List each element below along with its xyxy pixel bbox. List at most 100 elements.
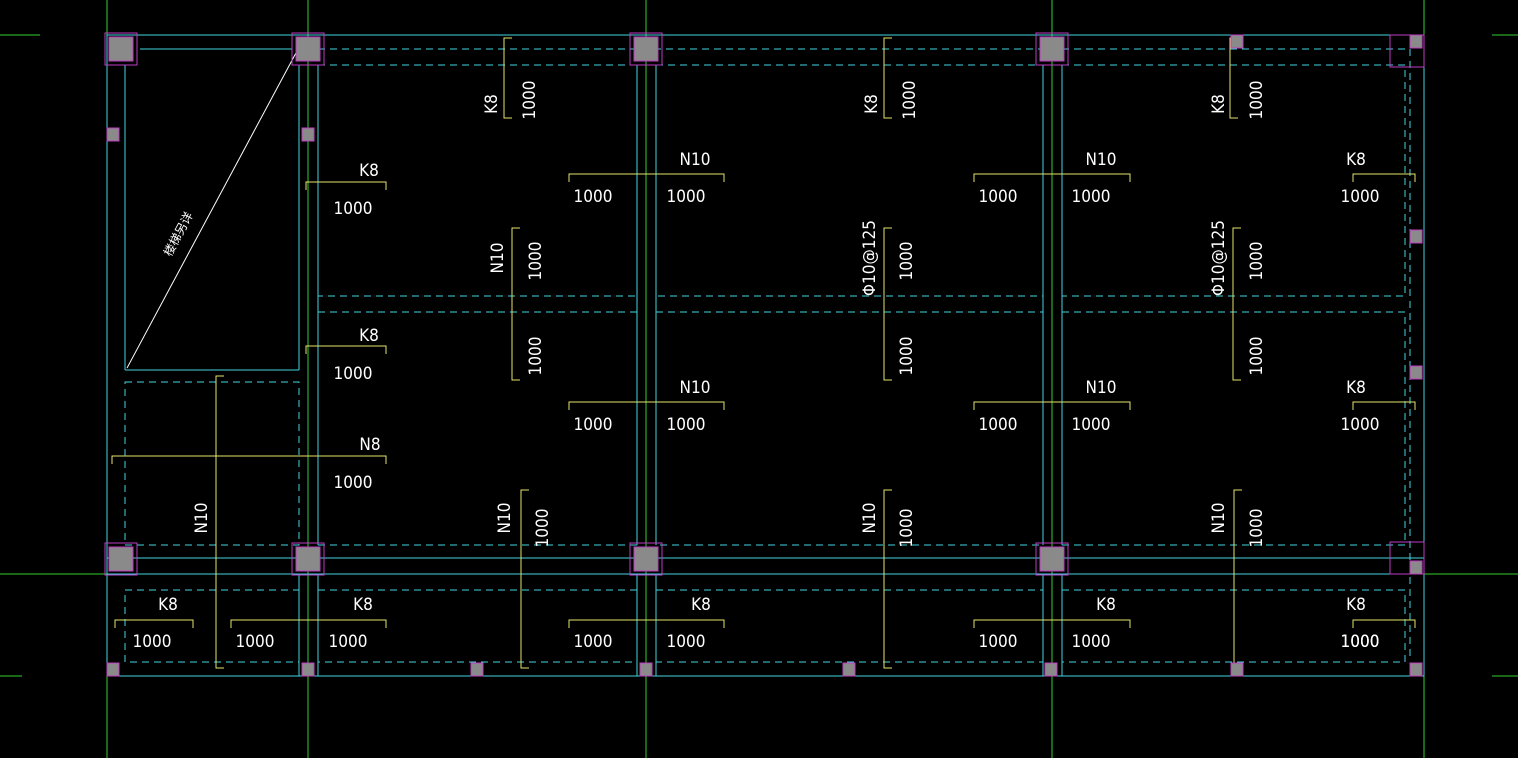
slab-panel-left xyxy=(124,381,300,546)
rebar-low-left xyxy=(215,375,224,669)
label-phi-v-3: Φ10@125 xyxy=(1209,220,1229,296)
rebar-bot-1 xyxy=(114,619,194,628)
label-n10-row2-a: N10 xyxy=(680,378,711,398)
small-column-12 xyxy=(1409,34,1423,49)
rebar-v-1 xyxy=(511,227,520,381)
label-dim-row2-a1: 1000 xyxy=(574,415,613,435)
rebar-left-1 xyxy=(305,181,387,190)
label-k8-top-3: K8 xyxy=(1209,94,1229,114)
label-n10-row1-a: N10 xyxy=(680,150,711,170)
label-dim-v-3b: 1000 xyxy=(1247,337,1267,376)
label-n10-row2-b: N10 xyxy=(1086,378,1117,398)
label-dim-bot-9: 1000 xyxy=(1341,632,1380,652)
label-dim-low-3: 1000 xyxy=(1247,509,1267,548)
label-k8-row1-c: K8 xyxy=(1346,150,1366,170)
slab-panel-a1 xyxy=(317,64,638,297)
small-column-2 xyxy=(1409,229,1423,244)
label-n10-low-2: N10 xyxy=(860,503,880,534)
label-dim-row2-b2: 1000 xyxy=(1072,415,1111,435)
small-column-8 xyxy=(842,662,856,677)
label-dim-top-3: 1000 xyxy=(1247,81,1267,120)
label-k8-row2-c: K8 xyxy=(1346,378,1366,398)
column-outline-4 xyxy=(104,542,138,576)
small-column-11 xyxy=(1409,662,1423,677)
beam-outer-boundary xyxy=(106,34,1425,677)
label-dim-v-1b: 1000 xyxy=(526,337,546,376)
rebar-v-2 xyxy=(883,227,892,381)
small-column-10 xyxy=(1230,662,1244,677)
slab-panel-bottom-0 xyxy=(124,589,300,663)
rebar-bot-4 xyxy=(973,619,1131,628)
column-7 xyxy=(1039,546,1065,572)
small-column-0 xyxy=(106,127,120,142)
label-n10-low-left: N10 xyxy=(192,503,212,534)
column-3 xyxy=(1039,36,1065,62)
label-dim-left-1: 1000 xyxy=(334,199,373,219)
label-dim-bot-2: 1000 xyxy=(236,632,275,652)
label-dim-bot-7: 1000 xyxy=(1072,632,1111,652)
stair-diagonal xyxy=(126,50,298,369)
rebar-row1-a xyxy=(568,173,725,182)
rebar-row1-c xyxy=(1352,173,1416,182)
slab-panel-b2 xyxy=(655,311,1044,546)
rebar-top-2 xyxy=(883,37,892,119)
label-dim-row1-b1: 1000 xyxy=(979,187,1018,207)
label-dim-row2-b1: 1000 xyxy=(979,415,1018,435)
rebar-bot-2 xyxy=(230,619,387,628)
column-outline-0 xyxy=(104,32,138,66)
column-outline-6 xyxy=(629,542,663,576)
rebar-left-2 xyxy=(305,345,387,354)
rebar-row2-c xyxy=(1352,401,1416,410)
column-4 xyxy=(108,546,134,572)
columns xyxy=(104,32,1425,677)
column-outline-7 xyxy=(1035,542,1069,576)
label-dim-left-3: 1000 xyxy=(334,473,373,493)
small-column-6 xyxy=(470,662,484,677)
label-k8-bot-4: K8 xyxy=(1096,595,1116,615)
label-dim-left-2: 1000 xyxy=(334,364,373,384)
slab-panel-bottom-2 xyxy=(655,589,1044,663)
label-k8-left-1: K8 xyxy=(359,161,379,181)
label-phi-v-2: Φ10@125 xyxy=(860,220,880,296)
column-0 xyxy=(108,36,134,62)
rebar-row1-b xyxy=(973,173,1131,182)
label-dim-v-2b: 1000 xyxy=(897,337,917,376)
label-k8-bot-3: K8 xyxy=(691,595,711,615)
column-outline-1 xyxy=(291,32,325,66)
label-n10-low-1: N10 xyxy=(495,503,515,534)
label-dim-bot-5: 1000 xyxy=(667,632,706,652)
rebar-v-3 xyxy=(1232,227,1241,381)
label-k8-bot-1: K8 xyxy=(158,595,178,615)
label-dim-row1-a1: 1000 xyxy=(574,187,613,207)
label-dim-bot-8: 1000 xyxy=(1341,632,1380,652)
column-outline-2 xyxy=(629,32,663,66)
label-dim-row2-c: 1000 xyxy=(1341,415,1380,435)
label-dim-row1-c: 1000 xyxy=(1341,187,1380,207)
rebar-bot-3 xyxy=(568,619,725,628)
rebar-row2-a xyxy=(568,401,725,410)
annotation-labels: K8 1000 K8 1000 K8 1000 K8 1000 K8 1000 … xyxy=(133,81,1380,652)
label-dim-low-2: 1000 xyxy=(897,509,917,548)
column-6 xyxy=(633,546,659,572)
label-k8-top-2: K8 xyxy=(862,94,882,114)
column-outline-3 xyxy=(1035,32,1069,66)
label-k8-bot-5: K8 xyxy=(1346,595,1366,615)
small-column-3 xyxy=(1409,365,1423,380)
label-dim-row2-a2: 1000 xyxy=(667,415,706,435)
label-n8-left: N8 xyxy=(359,435,380,455)
label-n10-low-3: N10 xyxy=(1209,503,1229,534)
small-column-13 xyxy=(1230,34,1244,49)
label-n10-v-1: N10 xyxy=(488,243,508,274)
small-column-5 xyxy=(301,662,315,677)
rebar-top-1 xyxy=(503,37,512,119)
label-dim-row1-a2: 1000 xyxy=(667,187,706,207)
rebar-left-n8 xyxy=(111,455,387,464)
label-dim-bot-4: 1000 xyxy=(574,632,613,652)
label-dim-v-1a: 1000 xyxy=(526,242,546,281)
column-1 xyxy=(295,36,321,62)
rebar-bot-5 xyxy=(1352,619,1416,628)
rebar-low-2 xyxy=(883,489,892,669)
label-dim-row1-b2: 1000 xyxy=(1072,187,1111,207)
